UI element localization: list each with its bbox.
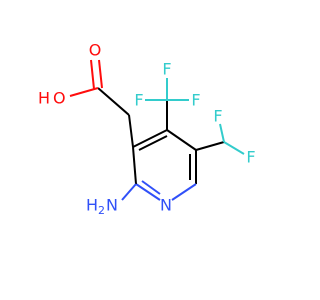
bond-ring-to-ch2 <box>128 114 134 148</box>
bond-carbonyl-double-b <box>98 59 103 89</box>
atom-label-hydroxyl-h: H <box>38 89 50 108</box>
atom-label-ring-n: N <box>160 196 172 215</box>
bond-layer <box>69 59 245 201</box>
bond-chf2-right <box>223 141 245 155</box>
bond-ring-c2-c3 <box>132 146 137 185</box>
atom-label-layer: H O O F F F F F N H 2 N <box>38 41 256 218</box>
bond-ring-c3-c4 <box>132 129 168 148</box>
atom-label-cf3-f-right: F <box>191 91 200 110</box>
bond-ring-n-c2-inner <box>141 180 161 195</box>
atom-label-cf3-f-top: F <box>162 60 171 79</box>
atom-label-amino-n: N <box>106 196 118 215</box>
atom-label-hydroxyl-o: O <box>53 89 66 108</box>
bond-chf2-top <box>219 123 225 143</box>
bond-ring-to-amino <box>121 183 137 201</box>
bond-ring-c4-c5 <box>166 129 197 151</box>
atom-label-amino-subscript: 2 <box>98 204 105 217</box>
chemical-structure-diagram: H O O F F F F F N H 2 N <box>38 41 256 218</box>
bond-carbonyl-double-a <box>90 59 95 90</box>
bond-ring-to-chf2 <box>195 141 225 151</box>
atom-label-chf2-f-right: F <box>246 148 255 167</box>
atom-label-carbonyl-o: O <box>89 41 102 60</box>
atom-label-cf3-f-left: F <box>134 91 143 110</box>
bond-ring-n-c2 <box>135 183 161 201</box>
atom-label-chf2-f-top: F <box>213 107 222 126</box>
atom-label-amino-h: H <box>86 196 98 215</box>
bond-ch2-to-carboxyl <box>97 87 130 116</box>
bond-ring-c3-c4-inner <box>138 135 168 151</box>
bond-ring-c6-n <box>171 183 197 201</box>
bond-carboxyl-to-hydroxyl <box>69 87 99 97</box>
